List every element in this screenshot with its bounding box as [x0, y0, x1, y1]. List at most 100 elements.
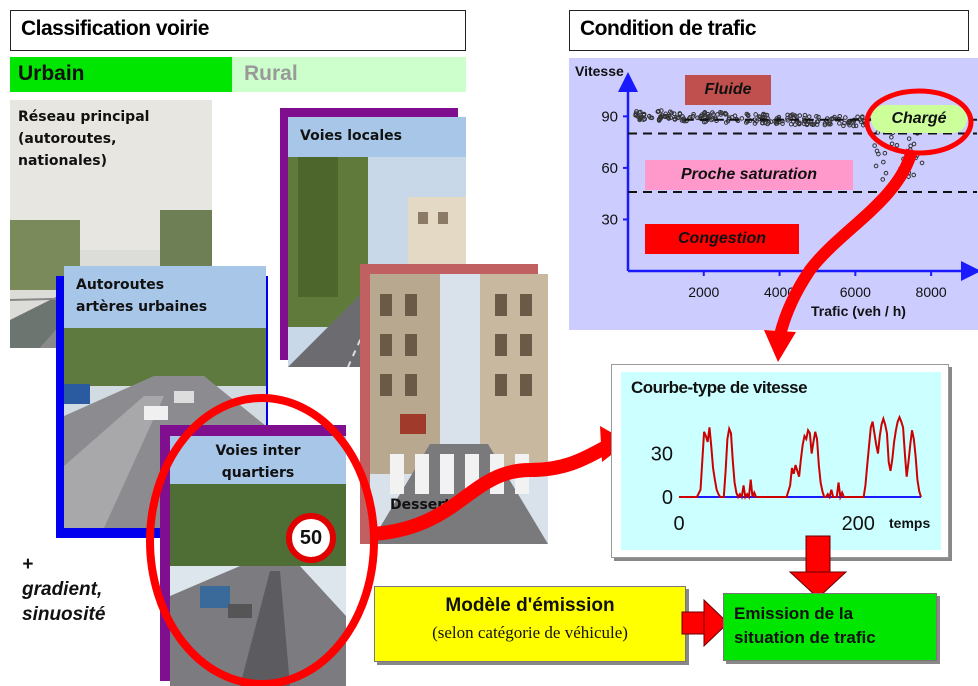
scatter-point: [788, 121, 794, 127]
scatter-point: [765, 121, 770, 127]
inter-line2: quartiers: [221, 465, 295, 481]
note-plus: +: [22, 554, 34, 575]
scatter-point: [841, 123, 846, 129]
scatter-point: [846, 119, 851, 124]
scatter-point: [837, 121, 842, 126]
autoroutes-line1: Autoroutes: [76, 277, 165, 293]
scatter-point: [822, 121, 828, 126]
scatter-point: [837, 113, 843, 119]
y-tick-label: 30: [601, 211, 618, 228]
reseau-line1: Réseau principal: [18, 109, 150, 125]
scatter-point: [677, 111, 683, 117]
speed-curve-title: Courbe-type de vitesse: [631, 378, 808, 397]
scatter-point: [827, 120, 832, 126]
scatter-point: [641, 112, 647, 117]
scatter-point: [815, 119, 821, 124]
scatter-point: [832, 114, 837, 120]
scatter-point: [762, 112, 768, 118]
scatter-point: [663, 111, 669, 117]
scatter-point: [785, 112, 790, 118]
scatter-point: [655, 109, 661, 114]
scatter-point: [679, 118, 685, 123]
emission-model-title: Modèle d'émission: [445, 595, 615, 616]
scatter-point: [718, 109, 723, 115]
scatter-point: [633, 113, 638, 118]
classification-title: Classification voirie: [10, 10, 466, 51]
x-tick-label: 2000: [688, 284, 719, 300]
scatter-point: [702, 112, 707, 117]
scatter-point: [756, 114, 762, 119]
right-arrow-icon: [703, 598, 729, 648]
scatter-point: [691, 111, 696, 117]
scatter-point: [698, 113, 704, 119]
tab-urbain-label: Urbain: [18, 62, 85, 85]
speed-curve-svg: 0 30 0 200 temps: [651, 414, 930, 535]
speed-limit-value: 50: [299, 526, 323, 549]
scatter-point: [851, 123, 856, 129]
condition-title: Condition de trafic: [569, 10, 969, 51]
scatter-point: [780, 121, 785, 126]
emission-model-subtitle: (selon catégorie de véhicule): [432, 623, 628, 642]
reseau-line2: (autoroutes,: [18, 131, 117, 147]
tab-rural-label: Rural: [244, 62, 298, 85]
scatter-point: [809, 121, 814, 127]
band-congestion: Congestion: [645, 224, 799, 254]
scatter-point: [744, 111, 750, 117]
scatter-point: [667, 109, 673, 115]
scatter-point: [723, 111, 729, 117]
scatter-point: [774, 121, 780, 126]
scatter-point: [722, 110, 728, 116]
x-tick-label: 8000: [916, 284, 947, 300]
scatter-point: [797, 120, 802, 126]
reseau-line3: nationales): [18, 153, 107, 169]
curve-x-tick-label: 200: [842, 513, 875, 535]
curve-y-tick-label: 30: [651, 444, 673, 466]
highlight-ellipse: [146, 394, 378, 686]
scatter-point: [636, 110, 642, 115]
scatter-point: [710, 110, 715, 115]
scatter-point: [794, 114, 799, 119]
scatter-point: [790, 112, 795, 117]
scatter-point: [666, 113, 671, 119]
note-sinuosite: sinuosité: [22, 604, 106, 625]
connector-arrow-to-speed-curve: [371, 438, 614, 541]
scatter-point: [739, 116, 745, 121]
scatter-point: [822, 122, 828, 128]
tab-rural[interactable]: Rural: [232, 57, 466, 92]
speed-curve-line: [679, 414, 922, 501]
speed-curve-panel: Courbe-type de vitesse 0 30 0 200 temps: [611, 364, 949, 558]
scatter-point: [676, 115, 681, 120]
band-fluide: Fluide: [685, 75, 771, 105]
scatter-point: [785, 117, 790, 123]
curve-x-axis-label: temps: [889, 515, 930, 531]
scatter-point: [855, 114, 860, 120]
tab-urbain[interactable]: Urbain: [10, 57, 232, 92]
scatter-point: [659, 113, 665, 119]
y-tick-label: 60: [601, 160, 618, 177]
scatter-point: [656, 116, 662, 122]
speed-limit-sign-icon: 50: [286, 513, 336, 563]
emission-model-box: Modèle d'émission (selon catégorie de vé…: [374, 586, 686, 662]
inter-line1: Voies inter: [215, 443, 301, 459]
autoroutes-line2: artères urbaines: [76, 299, 208, 315]
scatter-point: [853, 123, 859, 129]
scatter-point: [842, 120, 847, 126]
curve-x-tick-label: 0: [673, 513, 684, 535]
emission-result-box: Emission de la situation de trafic: [723, 593, 937, 661]
scatter-point: [732, 113, 738, 119]
scatter-point: [816, 114, 821, 120]
emission-result-line2: situation de trafic: [734, 628, 876, 647]
scatter-point: [702, 110, 708, 115]
scatter-point: [726, 115, 732, 120]
scatter-point: [753, 112, 758, 117]
scatter-point: [843, 115, 848, 120]
scatter-point: [814, 114, 819, 119]
scatter-point: [690, 114, 696, 119]
scatter-point: [637, 116, 643, 122]
down-arrow-icon: [788, 571, 848, 599]
voies-locales-label: Voies locales: [300, 128, 402, 144]
curve-y-tick-label: 0: [662, 487, 673, 509]
